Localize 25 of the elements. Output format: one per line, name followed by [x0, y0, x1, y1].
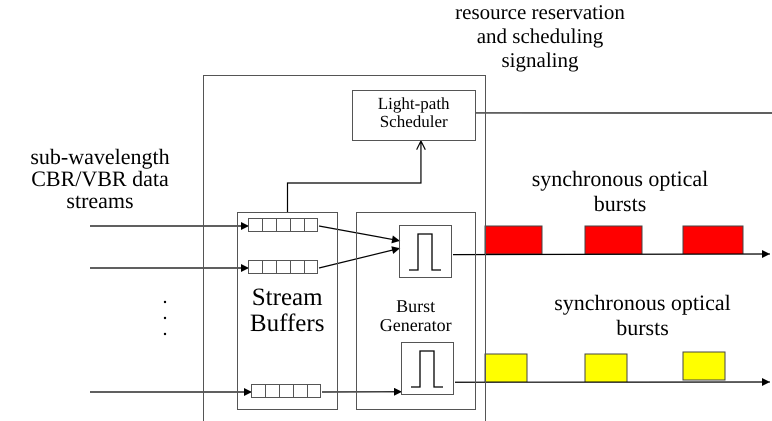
arrow [455, 378, 770, 386]
arrow [90, 388, 252, 396]
arrow [90, 264, 249, 272]
queue-buffer [251, 384, 322, 398]
queue-buffer [248, 218, 318, 232]
annotation-text: sub-wavelength CBR/VBR data streams [29, 146, 171, 212]
outer-module-box [203, 75, 486, 421]
scheduler-box [352, 90, 476, 141]
box-label: Light-path Scheduler [376, 94, 451, 130]
buffer-group-box [236, 212, 338, 410]
annotation-text: synchronous optical bursts [553, 290, 732, 341]
arrow [318, 225, 400, 244]
group-label: Stream Buffers [248, 284, 326, 338]
pulse-generator-box [401, 342, 454, 396]
group-label: Burst Generator [378, 296, 453, 334]
generator-group-box [356, 212, 476, 410]
pulse-generator-box [399, 225, 452, 278]
arrow [322, 388, 402, 396]
arrow [286, 140, 426, 212]
arrow [318, 246, 400, 269]
annotation-text: synchronous optical bursts [530, 166, 710, 217]
queue-buffer [248, 260, 318, 274]
annotation-text: resource reservation and scheduling signaling [454, 0, 626, 72]
arrow [90, 222, 249, 230]
arrow [453, 250, 770, 258]
